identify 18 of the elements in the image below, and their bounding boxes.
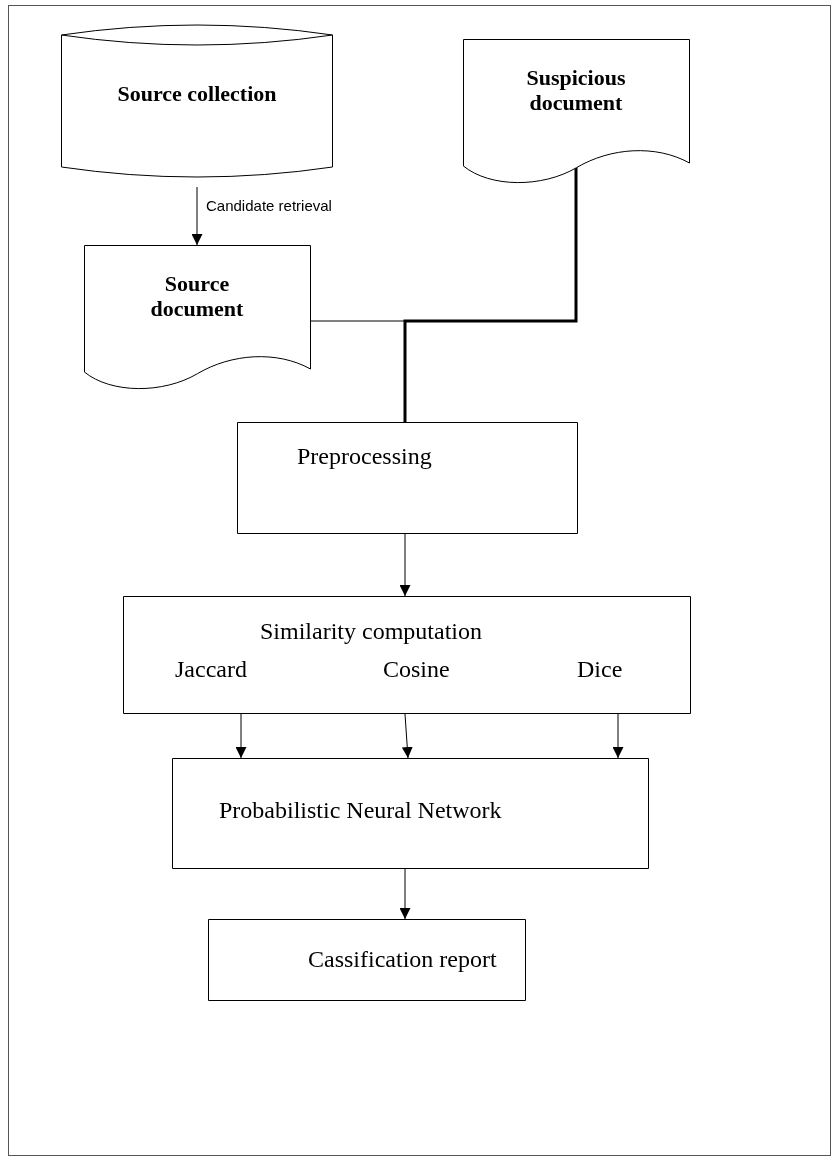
node-label: Cassification report bbox=[308, 946, 497, 974]
metric-label: Cosine bbox=[383, 656, 450, 684]
node-label: Preprocessing bbox=[297, 443, 432, 471]
node-label: Similarity computation bbox=[260, 618, 482, 646]
arrow bbox=[191, 186, 203, 246]
arrow bbox=[399, 533, 411, 597]
node-label: Probabilistic Neural Network bbox=[219, 797, 502, 825]
connector-line bbox=[403, 165, 578, 422]
node-label: Source collection bbox=[116, 81, 278, 107]
arrow bbox=[612, 713, 624, 759]
edge-label: Candidate retrieval bbox=[205, 197, 333, 214]
arrow bbox=[399, 868, 411, 920]
metric-label: Jaccard bbox=[175, 656, 247, 684]
arrow bbox=[401, 713, 413, 759]
node-label: Suspicious document bbox=[525, 65, 627, 116]
arrow bbox=[235, 713, 247, 759]
metric-label: Dice bbox=[577, 656, 623, 684]
node-label: Source document bbox=[149, 271, 245, 322]
